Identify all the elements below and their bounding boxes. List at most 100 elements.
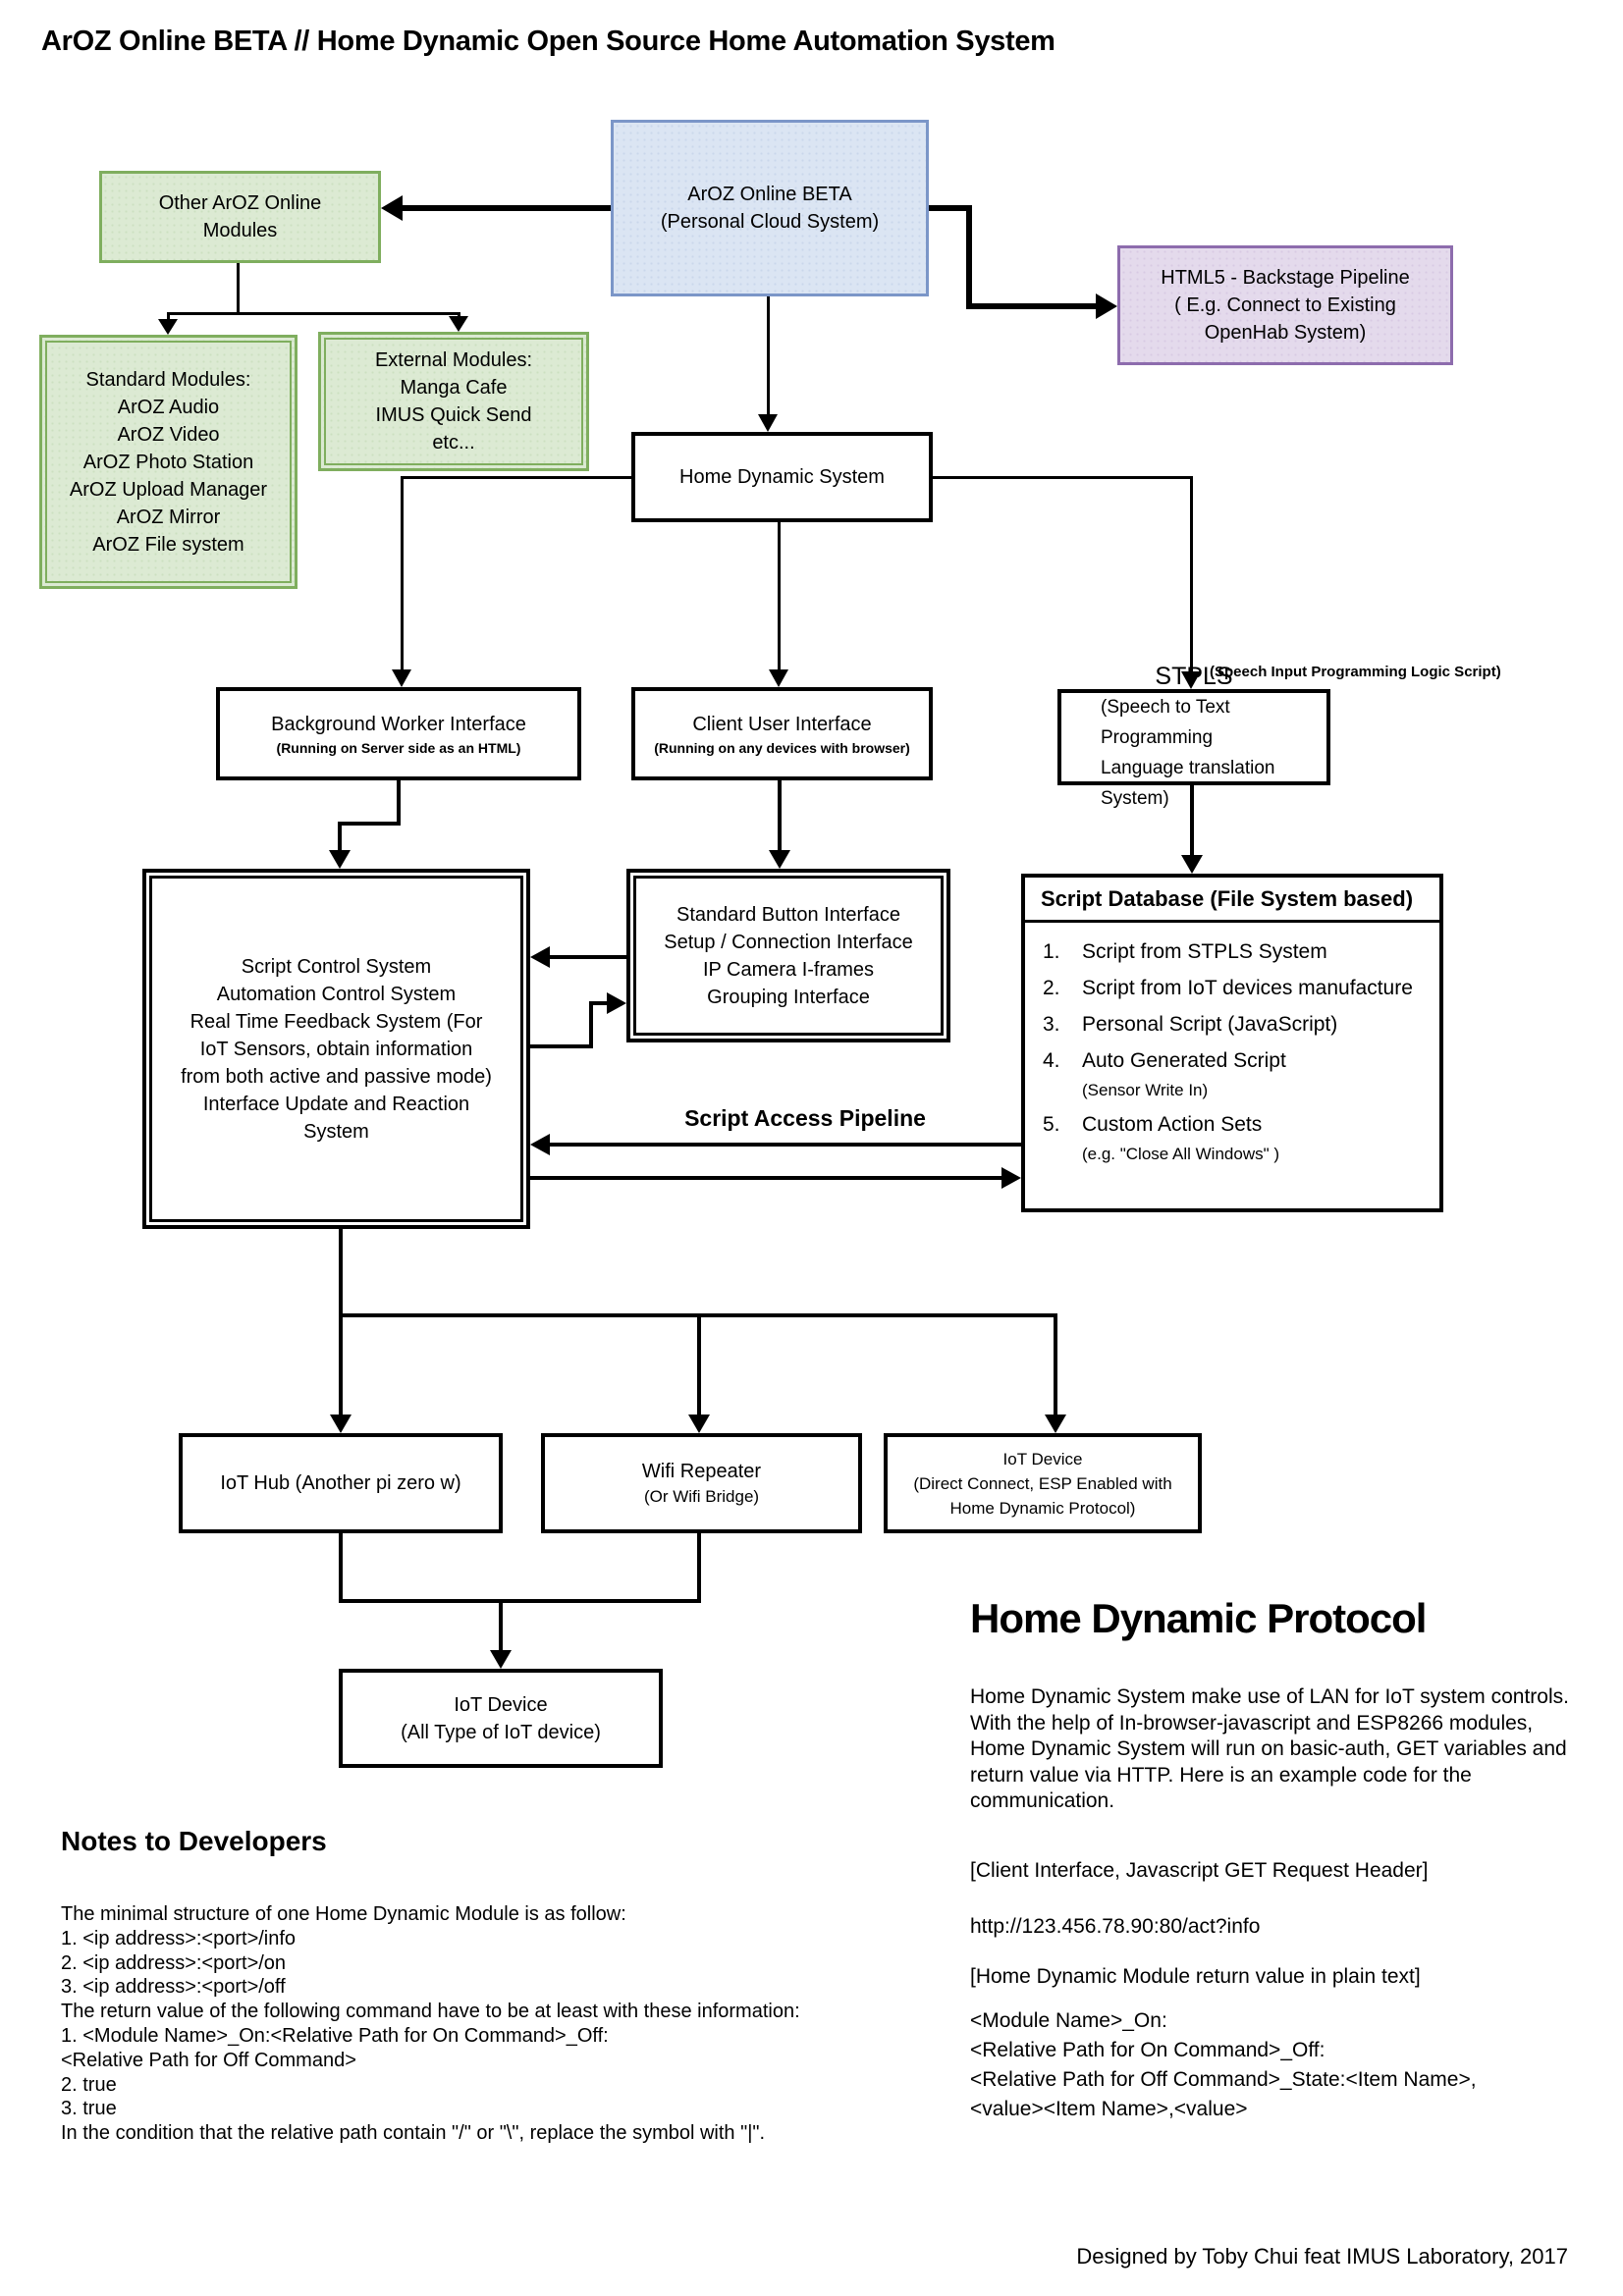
connector-segment: [339, 1229, 343, 1317]
protocol-example-url: http://123.456.78.90:80/act?info: [970, 1915, 1261, 1938]
arrowhead-down-icon: [688, 1415, 710, 1433]
arrowhead-left-icon: [530, 946, 550, 968]
node-label: Background Worker Interface: [271, 713, 526, 735]
text-line: Other ArOZ Online: [158, 192, 322, 214]
text-line: (Speech to Text Programming: [1101, 697, 1230, 748]
node-label: Client User Interface: [692, 713, 872, 735]
arrowhead-down-icon: [1181, 671, 1201, 689]
protocol-client-header: [Client Interface, Javascript GET Reques…: [970, 1859, 1429, 1882]
protocol-return-header: [Home Dynamic Module return value in pla…: [970, 1965, 1421, 1988]
text-line: ArOZ Online BETA: [687, 184, 852, 205]
arrowhead-right-icon: [1096, 294, 1117, 319]
text-line: (Personal Cloud System): [660, 211, 880, 233]
arrowhead-down-icon: [769, 669, 788, 687]
text-line: <Module Name>_On:: [970, 2009, 1167, 2032]
connector-segment: [338, 822, 342, 851]
connector-segment: [966, 205, 972, 309]
text-line: IoT Sensors, obtain information: [199, 1038, 473, 1060]
text-line: <value><Item Name>,<value>: [970, 2098, 1248, 2120]
text-line: IMUS Quick Send: [375, 404, 532, 426]
connector-segment: [697, 1533, 701, 1603]
text-line: 1. <ip address>:<port>/info: [61, 1927, 297, 1949]
node-iot-device-direct: IoT Device(Direct Connect, ESP Enabled w…: [884, 1433, 1202, 1533]
text-line: from both active and passive mode): [181, 1065, 492, 1088]
connector-segment: [550, 1143, 1021, 1147]
text-line: Interface Update and Reaction: [202, 1093, 470, 1115]
text-line: Modules: [202, 220, 278, 241]
text-line: OpenHab System): [1204, 322, 1367, 344]
node-label: Home Dynamic System: [679, 466, 885, 488]
connector-segment: [403, 205, 611, 211]
connector-segment: [530, 1044, 593, 1048]
text-line: Setup / Connection Interface: [664, 931, 913, 953]
text-line: ( E.g. Connect to Existing: [1174, 294, 1396, 316]
node-label: STPLS: [1155, 663, 1233, 690]
connector-segment: [167, 315, 170, 321]
script-db-subitem: (Sensor Write In): [1082, 1081, 1209, 1099]
connector-segment: [929, 205, 972, 211]
node-iot-hub: IoT Hub (Another pi zero w): [179, 1433, 503, 1533]
script-db-item: 4.Auto Generated Script: [1043, 1049, 1286, 1072]
text-line: 3. true: [61, 2098, 117, 2120]
connector-segment: [778, 780, 782, 851]
text-line: In the condition that the relative path …: [61, 2122, 766, 2145]
text-line: IoT Device: [454, 1693, 548, 1716]
arrowhead-down-icon: [758, 414, 778, 432]
connector-segment: [1190, 476, 1193, 671]
text-line: 2. true: [61, 2073, 117, 2096]
text-line: (All Type of IoT device): [401, 1721, 601, 1743]
text-line: 3. <ip address>:<port>/off: [61, 1976, 286, 1999]
script-db-header: Script Database (File System based): [1025, 878, 1439, 923]
node-html5-backstage-pipeline: HTML5 - Backstage Pipeline ( E.g. Connect…: [1117, 245, 1453, 365]
connector-segment: [167, 312, 460, 315]
text-line: Grouping Interface: [707, 986, 870, 1008]
text-line: ArOZ File system: [92, 533, 244, 556]
connector-segment: [933, 476, 1193, 479]
node-caption: (Running on any devices with browser): [654, 739, 910, 756]
connector-segment: [589, 1003, 593, 1048]
text-line: The return value of the following comman…: [61, 2001, 800, 2023]
arrowhead-down-icon: [490, 1650, 512, 1669]
text-line: <Relative Path for Off Command>: [61, 2049, 356, 2071]
script-db-item: 5.Custom Action Sets: [1043, 1113, 1263, 1136]
text-line: Home Dynamic Protocol): [949, 1498, 1136, 1518]
arrowhead-right-icon: [607, 992, 626, 1014]
text-line: 2. <ip address>:<port>/on: [61, 1951, 287, 1974]
connector-segment: [778, 522, 781, 669]
text-line: The minimal structure of one Home Dynami…: [61, 1903, 626, 1925]
text-line: HTML5 - Backstage Pipeline: [1161, 267, 1410, 289]
text-line: Standard Button Interface: [676, 903, 900, 926]
arrowhead-down-icon: [1045, 1415, 1066, 1433]
connector-segment: [397, 780, 401, 826]
connector-segment: [1190, 785, 1194, 856]
text-line: Script Control System: [241, 955, 432, 978]
arrowhead-down-icon: [158, 319, 178, 335]
text-line: 1. <Module Name>_On:<Relative Path for O…: [61, 2024, 609, 2047]
node-background-worker-interface: Background Worker Interface (Running on …: [216, 687, 581, 780]
arrowhead-down-icon: [449, 316, 468, 332]
node-wifi-repeater: Wifi Repeater (Or Wifi Bridge): [541, 1433, 862, 1533]
node-label: IoT Hub (Another pi zero w): [220, 1472, 461, 1494]
node-home-dynamic-system: Home Dynamic System: [631, 432, 933, 522]
script-db-item: 1.Script from STPLS System: [1043, 940, 1327, 963]
text-line: Manga Cafe: [400, 377, 508, 399]
speech-input-annotation: (Speech Input Programming Logic Script): [1210, 664, 1501, 680]
connector-segment: [1054, 1317, 1057, 1415]
text-line: (Direct Connect, ESP Enabled with: [913, 1473, 1172, 1493]
text-line: Standard Modules:: [85, 368, 251, 391]
text-line: System: [303, 1120, 369, 1143]
connector-segment: [767, 296, 770, 416]
connector-segment: [401, 476, 631, 479]
arrowhead-down-icon: [392, 669, 411, 687]
node-caption: (Running on Server side as an HTML): [276, 739, 521, 756]
text-line: Language translation System): [1101, 758, 1275, 809]
node-script-database: Script Database (File System based) 1.Sc…: [1021, 874, 1443, 1212]
arrowhead-left-icon: [381, 195, 403, 221]
